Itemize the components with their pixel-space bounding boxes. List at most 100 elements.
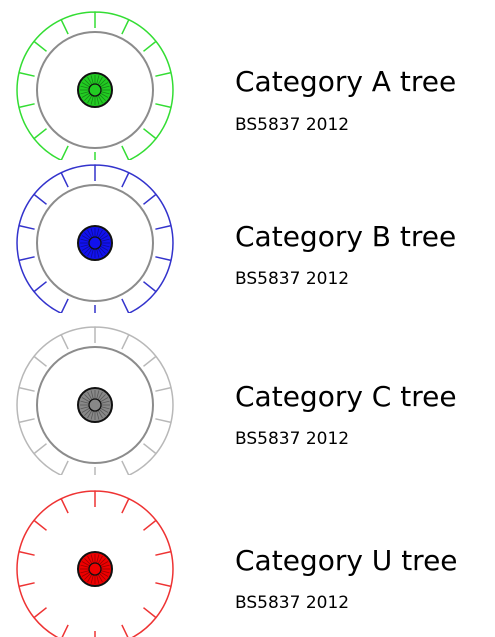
stem-ray <box>100 82 109 88</box>
stem-ray <box>87 391 93 400</box>
stem-ray <box>100 564 110 568</box>
stem-ray <box>90 75 94 85</box>
stem-ray <box>96 410 100 420</box>
stem-disc <box>77 551 113 587</box>
stem-ray <box>96 228 100 238</box>
crown-outline <box>16 490 174 637</box>
stem-ray <box>100 85 110 89</box>
stem-ray <box>90 554 94 564</box>
stem-ray <box>98 79 106 87</box>
legend-entry-category-c: Category C tree BS5837 2012 <box>0 315 495 475</box>
stem-ray <box>97 76 103 85</box>
rpa-circle <box>36 346 154 464</box>
stem-ray <box>81 82 90 88</box>
stem-ray <box>87 248 93 257</box>
stem-ray <box>87 410 93 419</box>
stem-ray <box>100 570 110 574</box>
stem-disc <box>77 72 113 108</box>
stem-ray <box>96 554 100 564</box>
stem-ray <box>100 238 110 242</box>
stem-ray <box>97 555 103 564</box>
stem-core <box>88 236 102 250</box>
stem-ray <box>80 238 90 242</box>
stem-ray <box>84 79 92 87</box>
stem-ray <box>81 235 90 241</box>
stem-ray <box>84 572 92 580</box>
stem-ray <box>100 571 109 577</box>
tree-symbol-icon <box>16 11 174 160</box>
stem-ray <box>84 93 92 101</box>
stem-ray <box>100 91 110 95</box>
stem-ray <box>90 95 94 105</box>
stem-ray <box>81 407 90 413</box>
tree-symbol-icon <box>16 490 174 637</box>
stem-ray <box>80 400 90 404</box>
standard-label: BS5837 2012 <box>235 593 350 613</box>
stem-ray <box>98 232 106 240</box>
stem-ray <box>80 406 90 410</box>
stem-ray <box>100 245 109 251</box>
legend-entry-category-u: Category U tree BS5837 2012 <box>0 477 495 637</box>
stem-ray <box>98 394 106 402</box>
stem-ray <box>90 410 94 420</box>
stem-ray <box>98 558 106 566</box>
stem-disc <box>77 387 113 423</box>
stem-ray <box>81 397 90 403</box>
stem-ray <box>81 561 90 567</box>
stem-ray <box>90 574 94 584</box>
stem-ray <box>87 76 93 85</box>
stem-ray <box>87 555 93 564</box>
legend-entry-category-a: Category A tree BS5837 2012 <box>0 0 495 160</box>
stem-ray <box>100 400 110 404</box>
stem-ray <box>97 95 103 104</box>
stem-core <box>88 83 102 97</box>
tree-symbol-icon <box>16 326 174 475</box>
rpa-circle <box>36 31 154 149</box>
crown-outline <box>16 326 174 475</box>
stem-disc <box>77 225 113 261</box>
stem-ray <box>84 408 92 416</box>
stem-ray <box>80 564 90 568</box>
tree-symbol-icon <box>16 164 174 313</box>
stem-ray <box>84 246 92 254</box>
stem-ray <box>97 229 103 238</box>
stem-ray <box>96 390 100 400</box>
stem-ray <box>97 391 103 400</box>
stem-ray <box>80 91 90 95</box>
stem-ray <box>97 410 103 419</box>
stem-ray <box>84 232 92 240</box>
stem-ray <box>87 229 93 238</box>
stem-ray <box>98 93 106 101</box>
stem-core <box>88 562 102 576</box>
category-label: Category A tree <box>235 65 457 98</box>
stem-ray <box>100 561 109 567</box>
stem-ray <box>96 574 100 584</box>
stem-ray <box>98 408 106 416</box>
stem-ray <box>96 75 100 85</box>
stem-ray <box>90 228 94 238</box>
crown-outline <box>16 164 174 313</box>
rpa-circle <box>36 184 154 302</box>
stem-ray <box>100 407 109 413</box>
stem-ray <box>81 92 90 98</box>
stem-ray <box>80 570 90 574</box>
stem-ray <box>97 248 103 257</box>
stem-ray <box>87 95 93 104</box>
stem-ray <box>97 574 103 583</box>
stem-core <box>88 398 102 412</box>
stem-ray <box>100 406 110 410</box>
category-label: Category U tree <box>235 544 458 577</box>
stem-ray <box>84 558 92 566</box>
stem-ray <box>84 394 92 402</box>
legend-entry-category-b: Category B tree BS5837 2012 <box>0 153 495 313</box>
stem-ray <box>96 95 100 105</box>
stem-ray <box>98 246 106 254</box>
category-label: Category C tree <box>235 380 457 413</box>
stem-ray <box>87 574 93 583</box>
category-label: Category B tree <box>235 220 457 253</box>
standard-label: BS5837 2012 <box>235 269 350 289</box>
stem-ray <box>81 571 90 577</box>
stem-ray <box>90 248 94 258</box>
crown-outline <box>16 11 174 160</box>
